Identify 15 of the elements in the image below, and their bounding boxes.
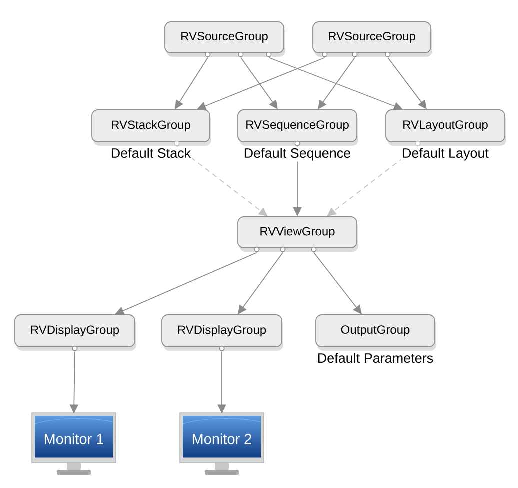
node-caption: Default Parameters bbox=[316, 352, 435, 364]
node-box: RVSequenceGroup bbox=[238, 110, 358, 146]
node-caption: Default Stack bbox=[110, 147, 192, 160]
node-box: RVViewGroup bbox=[238, 216, 358, 252]
node-box: RVSourceGroup bbox=[164, 22, 286, 58]
node-box: RVSourceGroup bbox=[312, 22, 432, 58]
node-box: RVDisplayGroup bbox=[14, 314, 136, 352]
monitor: Monitor 1 bbox=[32, 412, 116, 475]
node-caption: Default Layout bbox=[400, 147, 490, 162]
node-box: OutputGroup bbox=[316, 314, 436, 351]
node-box: RVLayoutGroup bbox=[386, 110, 506, 146]
node-box: RVStackGroup bbox=[92, 110, 212, 146]
monitor: Monitor 2 bbox=[180, 412, 264, 475]
node-box: RVDisplayGroup bbox=[162, 314, 284, 352]
node-caption: Default Sequence bbox=[242, 147, 352, 162]
